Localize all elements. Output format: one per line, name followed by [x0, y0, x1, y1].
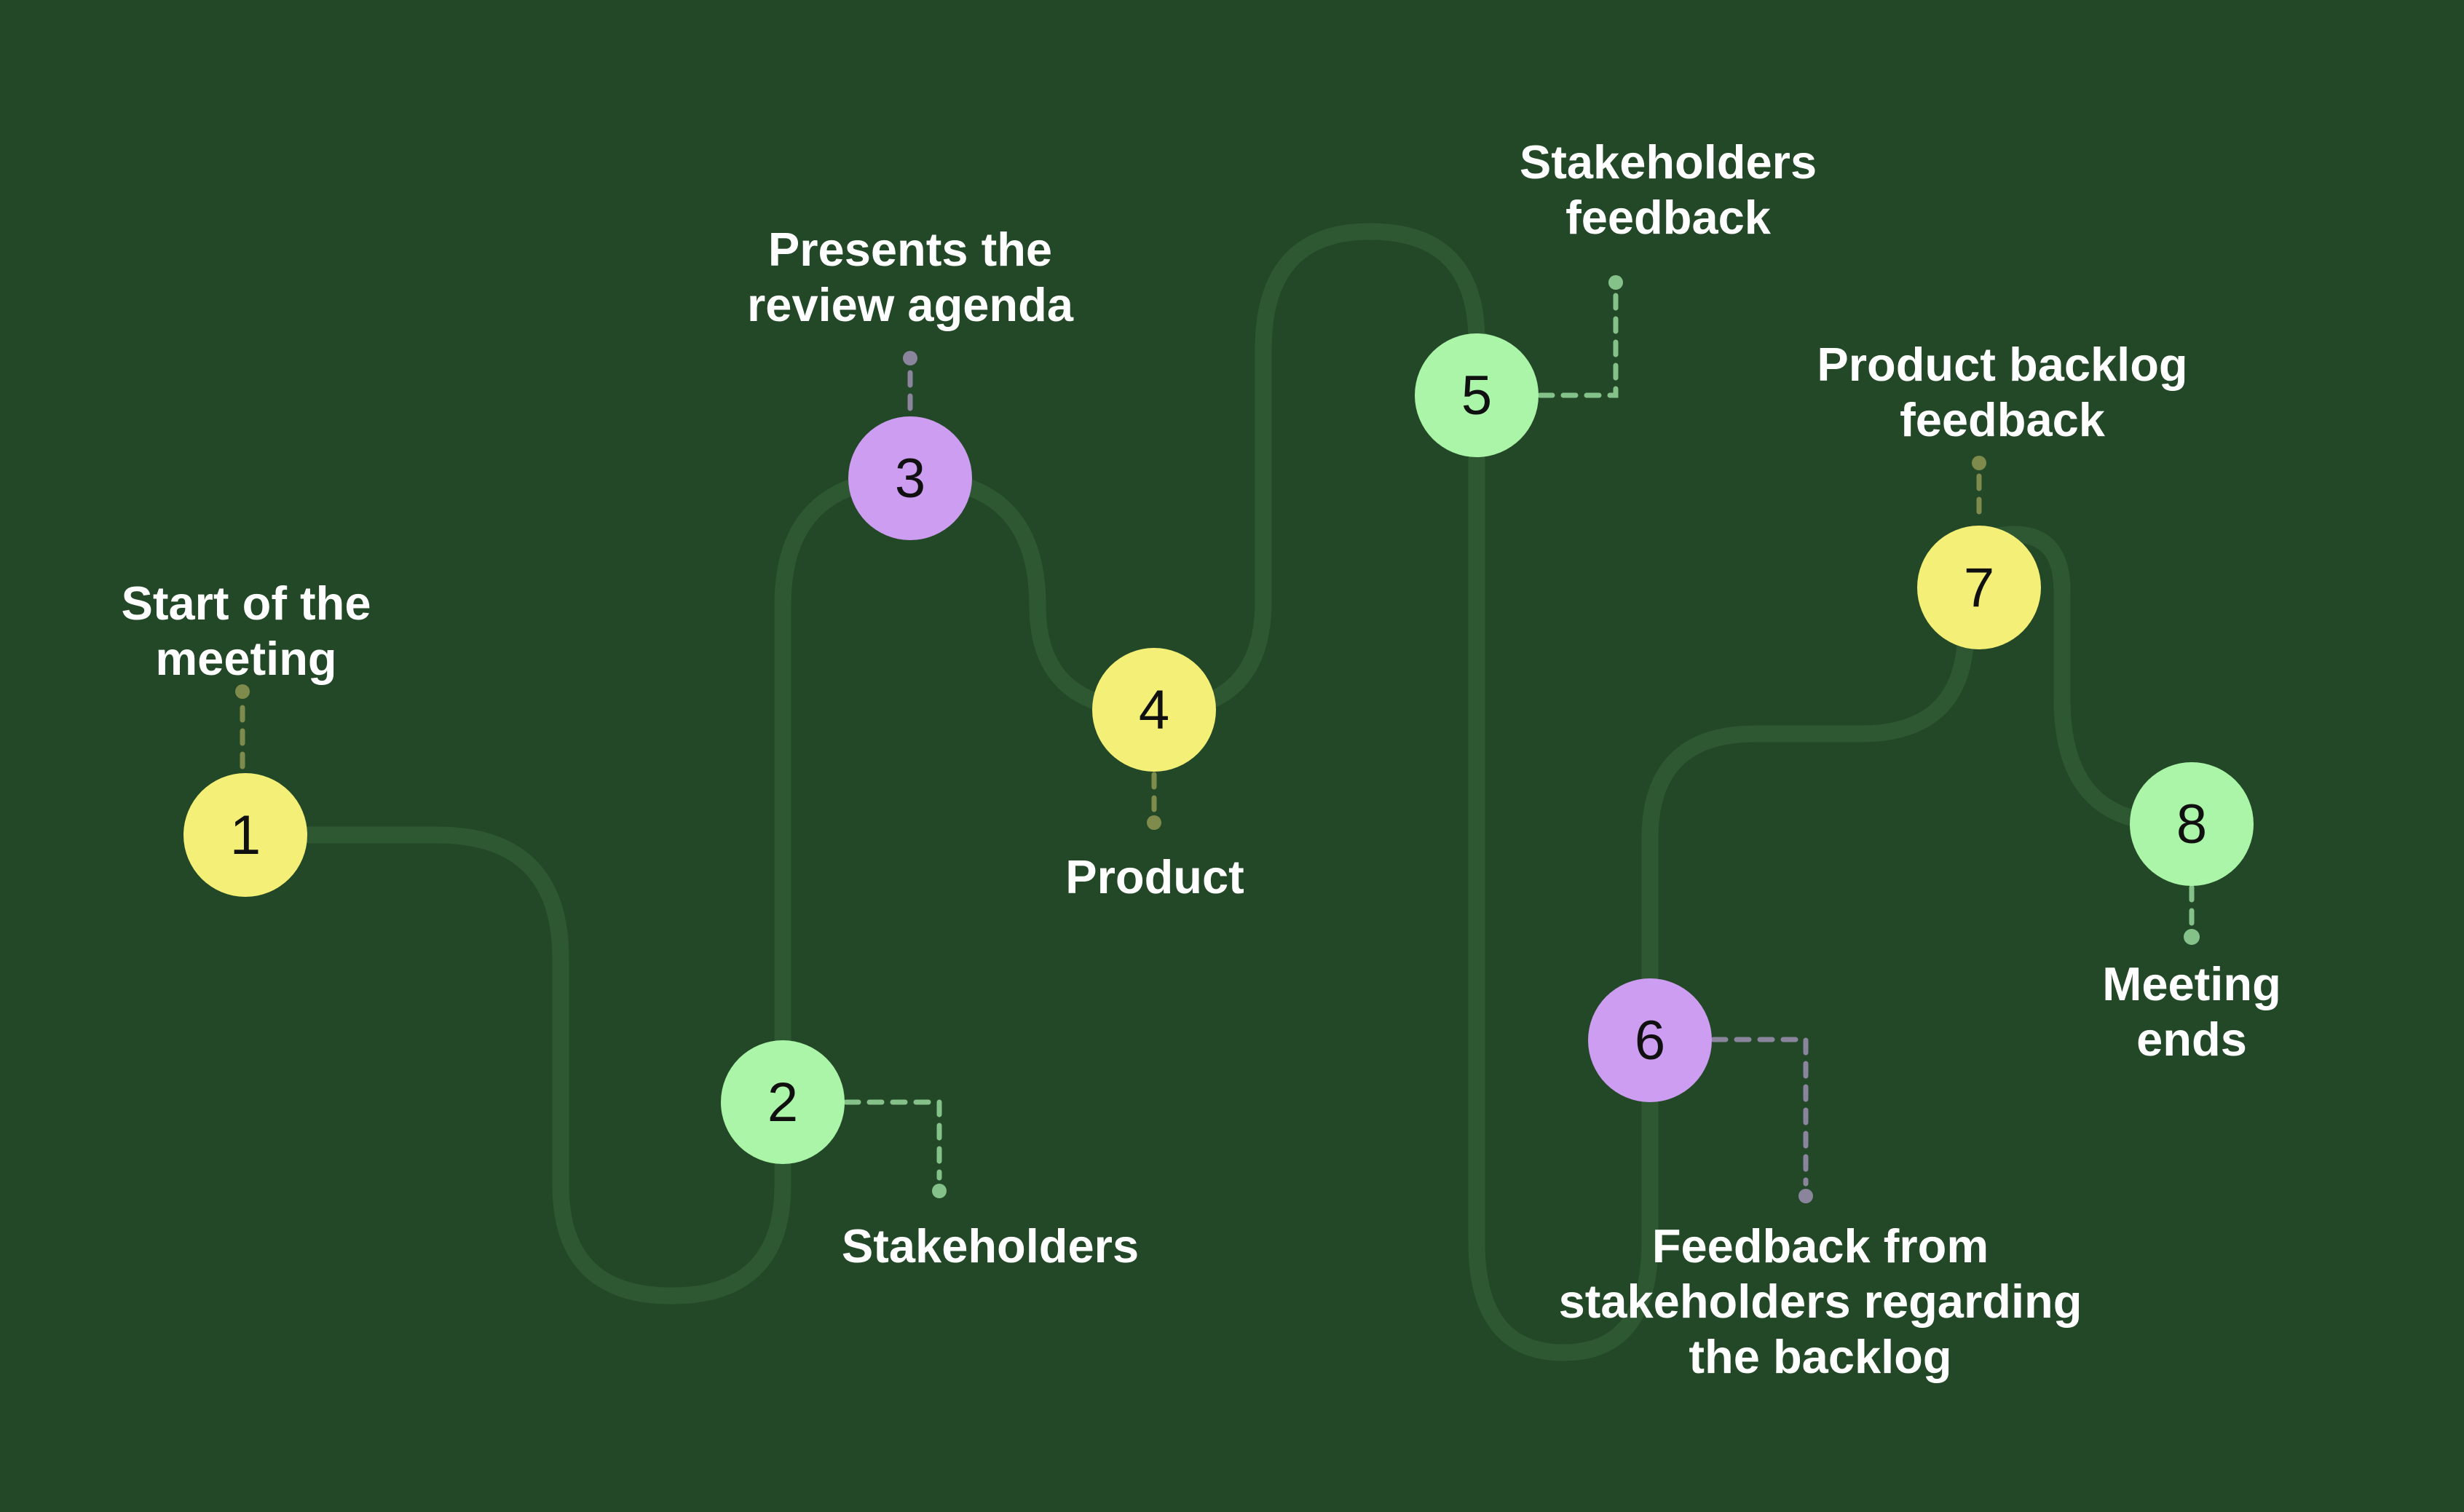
connector-dot-7 [1972, 456, 1986, 470]
connector-dot-4 [1147, 815, 1161, 830]
step-number-1: 1 [229, 804, 261, 866]
step-label-2: Stakeholders [841, 1219, 1140, 1272]
step-number-3: 3 [894, 447, 926, 510]
connector-dot-8 [2184, 929, 2200, 945]
connector-dot-6 [1798, 1189, 1813, 1203]
connector-step-1 [235, 684, 250, 772]
step-number-4: 4 [1138, 678, 1170, 741]
step-circle-8: 8 [2130, 762, 2254, 886]
step-circle-5: 5 [1415, 333, 1539, 457]
step-label-1: Start of the meeting [121, 576, 371, 685]
connector-line-6 [1710, 1037, 1809, 1187]
step-circle-7: 7 [1917, 526, 2041, 649]
step-label-3: Presents the review agenda [747, 222, 1073, 331]
step-circle-2: 2 [721, 1040, 845, 1164]
step-label-8: Meeting ends [2102, 957, 2281, 1066]
connector-step-3 [903, 351, 917, 416]
step-number-5: 5 [1461, 364, 1493, 427]
connector-step-2 [843, 1099, 947, 1198]
step-circle-6: 6 [1588, 978, 1712, 1102]
connector-step-7 [1972, 456, 1986, 523]
connector-line-5 [1537, 291, 1619, 398]
connector-step-6 [1710, 1037, 1813, 1203]
step-label-7: Product backlog feedback [1817, 337, 2188, 446]
connector-step-4 [1147, 772, 1161, 830]
step-label-6: Feedback from stakeholders regarding the… [1558, 1219, 2082, 1384]
connector-dot-3 [903, 351, 917, 365]
step-label-5: Stakeholders feedback [1519, 135, 1817, 244]
connector-step-5 [1537, 275, 1623, 398]
connector-line-2 [843, 1099, 942, 1181]
step-number-6: 6 [1634, 1009, 1666, 1072]
connector-dot-2 [932, 1184, 947, 1198]
step-circle-4: 4 [1092, 648, 1216, 772]
step-number-8: 8 [2176, 793, 2208, 855]
step-label-4: Product [1065, 850, 1244, 903]
step-number-7: 7 [1963, 556, 1995, 619]
connector-dot-5 [1608, 275, 1623, 290]
step-number-2: 2 [767, 1071, 799, 1133]
connector-step-8 [2184, 884, 2200, 945]
step-circle-1: 1 [183, 773, 307, 897]
connector-dot-1 [235, 684, 250, 699]
step-circle-3: 3 [848, 416, 972, 540]
